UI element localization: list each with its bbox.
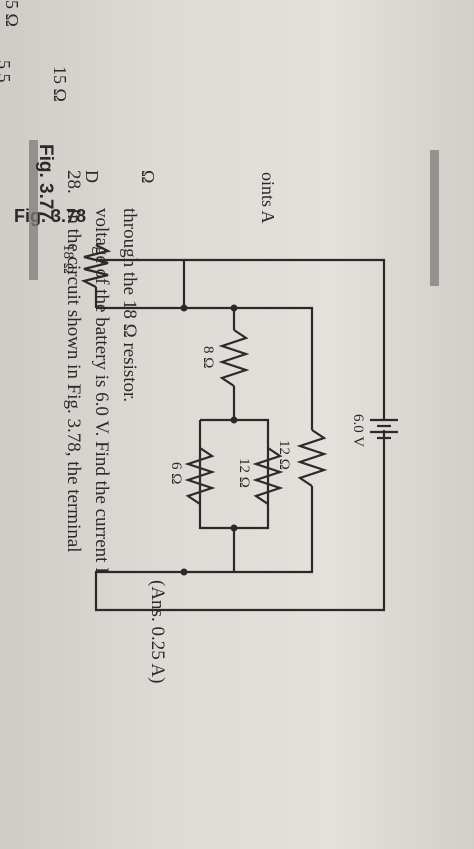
label-6-ohm: 6 Ω <box>168 462 184 485</box>
problem-answer: (Ans. 0.25 A) <box>147 580 168 684</box>
label-12-ohm-left: 12 Ω <box>276 440 292 470</box>
wire-right-rail <box>94 430 386 612</box>
resistor-8-ohm <box>218 329 250 387</box>
label-18-ohm: 18 Ω <box>60 244 76 274</box>
problem-line-3: through the 18 Ω resistor. <box>119 208 140 403</box>
label-battery: 6.0 V <box>350 414 366 448</box>
separator-bar-lower <box>430 150 439 286</box>
resistor-12-left <box>296 429 328 487</box>
prev-15-label: 15 Ω <box>50 66 70 102</box>
prev-points-label: oints A <box>258 172 278 224</box>
problem-line-2: voltage of the battery is 6.0 V. Find th… <box>91 208 112 574</box>
wire-outer-bottom <box>184 258 386 308</box>
label-8-ohm: 8 Ω <box>200 346 216 369</box>
label-12-ohm-mid: 12 Ω <box>236 458 252 488</box>
prev-bottom-fragment: 5 5 <box>0 60 14 83</box>
prev-resistor-label: 5 Ω <box>2 0 22 27</box>
figure-caption-3-77: Fig. 3.77 <box>35 144 56 221</box>
wire-branch-left-end <box>184 486 314 574</box>
battery-symbol <box>370 418 398 440</box>
resistor-6-ohm <box>184 447 216 505</box>
wire-parallel-box <box>198 418 270 530</box>
problem-number: 28. <box>63 170 84 194</box>
prev-omega-label: Ω <box>138 170 158 184</box>
